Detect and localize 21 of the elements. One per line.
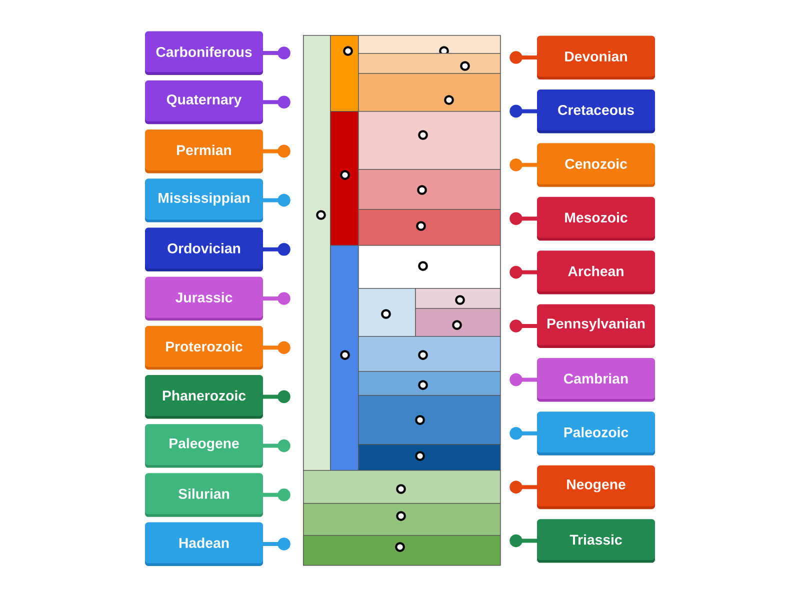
label-tile: Neogene [537, 465, 655, 510]
label-tile: Permian [145, 129, 263, 174]
label-tile: Cenozoic [537, 143, 655, 187]
label-tile: Pennsylvanian [537, 304, 655, 348]
label-tile: Silurian [145, 473, 263, 517]
label-tile: Paleozoic [537, 412, 655, 456]
label-tile: Phanerozoic [145, 374, 263, 419]
label-tile: Triassic [537, 519, 655, 563]
label-tile: Jurassic [145, 276, 263, 320]
label-tile: Carboniferous [145, 31, 263, 75]
label-tile: Proterozoic [145, 326, 263, 370]
label-tile: Hadean [145, 522, 263, 566]
label-tile: Mississippian [145, 178, 263, 222]
label-tile: Paleogene [145, 424, 263, 468]
label-tile: Mesozoic [537, 196, 655, 241]
label-tile: Archean [537, 250, 655, 294]
label-tile: Ordovician [145, 228, 263, 272]
label-tile: Cambrian [537, 358, 655, 402]
label-tile: Devonian [537, 36, 655, 80]
label-tile: Quaternary [145, 80, 263, 124]
label-tile: Cretaceous [537, 89, 655, 134]
